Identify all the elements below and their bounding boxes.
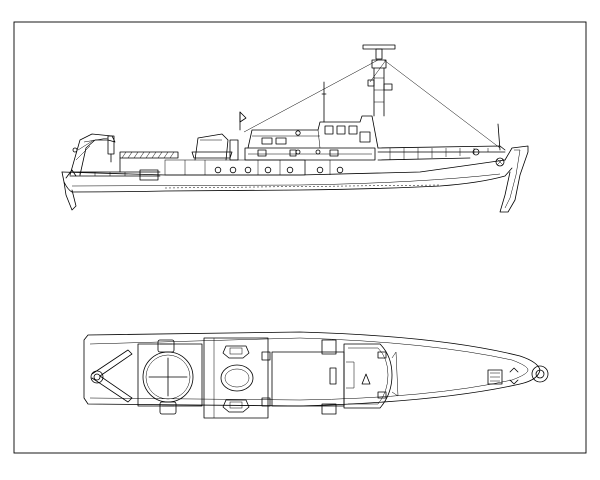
- stern-crane: [65, 133, 116, 179]
- hull-plan-outline: [83, 331, 541, 407]
- bow-windlass: [487, 367, 519, 385]
- porthole: [244, 166, 252, 174]
- aft-railing-posts: [79, 172, 141, 176]
- side-elevation-view: [61, 44, 529, 213]
- mast-stays: [243, 59, 501, 149]
- hull-plating: [164, 184, 441, 189]
- boat-deck: [203, 337, 269, 419]
- hull-waterline: [71, 173, 501, 187]
- bow-tip-plan: [531, 365, 549, 383]
- hull-side-outline: [61, 167, 513, 193]
- platform-deck: [119, 151, 179, 173]
- porthole: [336, 166, 344, 174]
- lifeboat-davit: [191, 133, 239, 161]
- superstructure-upper: [239, 111, 379, 149]
- porthole: [214, 166, 222, 174]
- bollards: [261, 351, 271, 407]
- aft-railing: [69, 171, 161, 177]
- porthole: [229, 166, 237, 174]
- stern-a-frame: [90, 349, 133, 403]
- drawing-frame: [13, 21, 587, 454]
- top-plan-view: [83, 331, 549, 419]
- hull-panels: [184, 160, 331, 175]
- superstructure-lower: [244, 147, 376, 161]
- hull-keel-stern: [63, 181, 77, 211]
- forward-railing: [377, 145, 506, 167]
- porthole: [264, 166, 272, 174]
- hull-deck-line: [61, 159, 506, 176]
- bow-stem: [499, 145, 529, 213]
- portholes: [214, 166, 344, 174]
- bow-stem-inner: [504, 149, 521, 209]
- aft-hatch: [139, 169, 159, 181]
- superstructure-plan: [271, 339, 399, 415]
- hull-plan-inner: [89, 337, 529, 401]
- helipad: [137, 339, 203, 415]
- hull-band: [164, 159, 306, 176]
- radar-mast: [321, 44, 396, 123]
- porthole: [316, 166, 324, 174]
- porthole: [286, 166, 294, 174]
